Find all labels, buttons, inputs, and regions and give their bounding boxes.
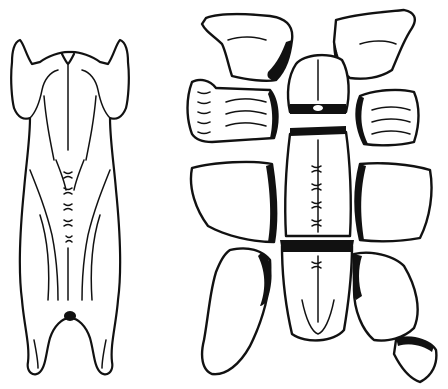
neck-line — [62, 54, 74, 64]
carcass-outline — [11, 40, 129, 374]
right-shoulder-line — [82, 70, 110, 118]
left-leg-line — [30, 170, 58, 300]
left-hock-line — [34, 340, 38, 368]
cut-leg-left — [202, 248, 272, 374]
cut-ribs-left — [188, 80, 278, 142]
left-back-line — [44, 96, 54, 160]
left-thigh-line — [40, 215, 49, 300]
cut-ribs-right — [357, 90, 419, 145]
left-loin-line — [56, 160, 66, 190]
cut-flank-left — [191, 162, 276, 242]
cut-loin — [285, 126, 351, 236]
tail-cut-mark — [64, 311, 76, 321]
cut-rump — [280, 240, 354, 340]
cut-neck — [288, 55, 349, 114]
right-leg-line — [82, 170, 110, 300]
vertebrae-marks — [64, 172, 72, 242]
cut-shoulder-left — [202, 14, 292, 81]
right-loin-line — [74, 160, 84, 190]
left-shoulder-line — [30, 70, 58, 118]
cut-hock — [394, 336, 436, 382]
right-back-line — [86, 96, 96, 160]
carcass-cuts — [188, 10, 437, 382]
right-thigh-line — [91, 215, 100, 300]
whole-carcass — [11, 40, 129, 374]
right-hock-line — [102, 340, 106, 368]
cut-flank-right — [356, 163, 432, 241]
cut-leg-right — [353, 253, 418, 341]
